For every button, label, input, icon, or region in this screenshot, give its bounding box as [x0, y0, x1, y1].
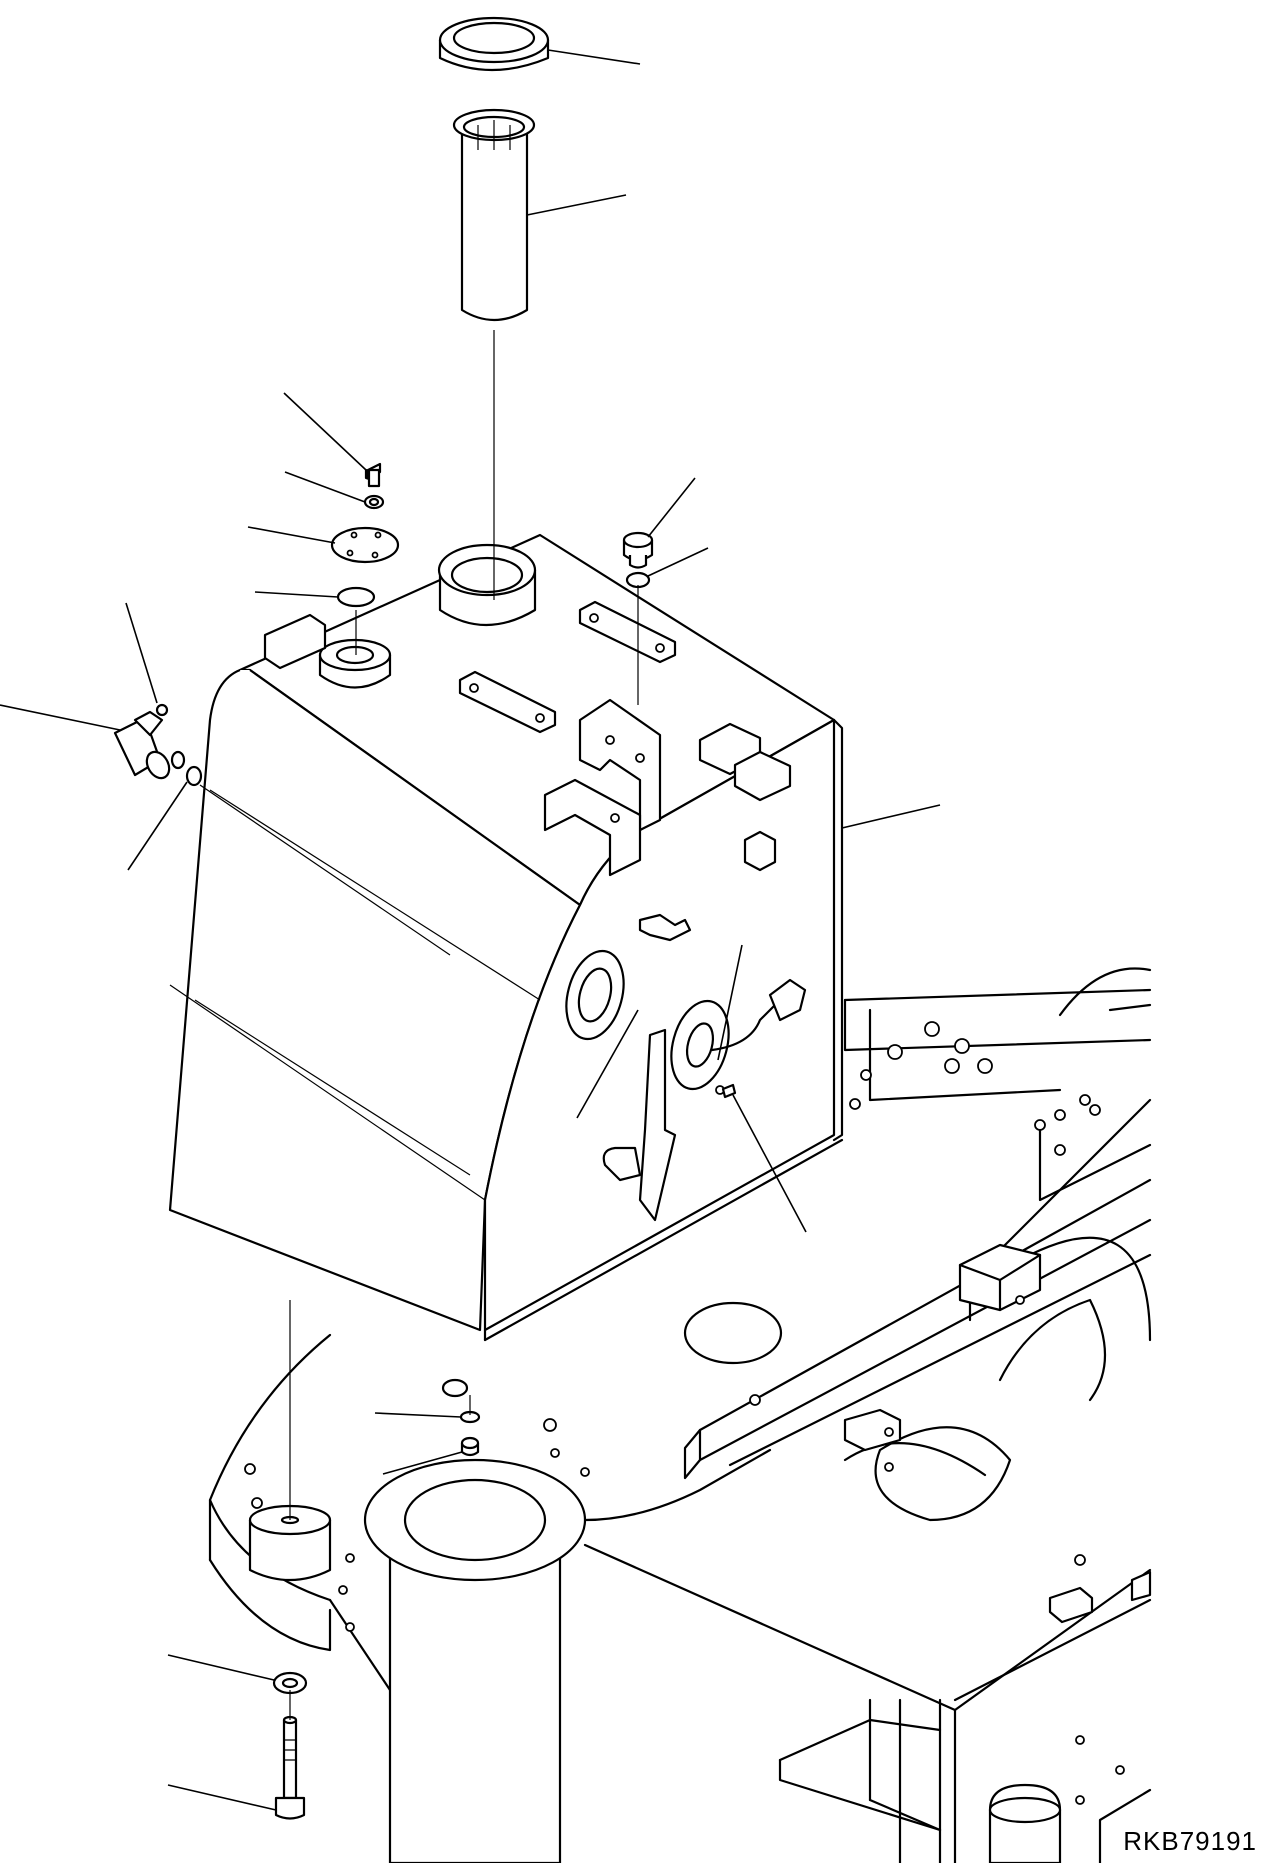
leader-breather-plug	[647, 477, 696, 538]
leader-mount-bolt	[167, 1784, 277, 1811]
leader-fuel-tank	[841, 804, 941, 829]
leader-o-ring	[254, 591, 339, 598]
bolt-cover	[364, 462, 382, 488]
leader-cover-plate	[247, 526, 336, 544]
filler-cap	[438, 16, 550, 72]
o-ring-plug	[625, 571, 651, 589]
leader-washer-cover	[284, 471, 366, 503]
assembly-center-lines	[199, 330, 639, 1720]
leader-o-ring-elbow	[127, 781, 188, 871]
leader-tank-washer	[374, 1412, 462, 1418]
leader-o-ring-plug	[647, 547, 709, 577]
fuel-level-sender	[602, 978, 807, 1222]
leader-tank-nut	[382, 1451, 463, 1475]
leader-sender-screw	[732, 1094, 807, 1233]
drawing-code: RKB79191	[1123, 1826, 1257, 1856]
cover-plate	[330, 526, 400, 564]
leader-bolt-cover	[283, 392, 367, 471]
leader-fuel-sender	[717, 944, 743, 1061]
revolving-frame	[208, 967, 1152, 1863]
small-o-ring-elbow	[155, 703, 169, 717]
fuel-tank	[168, 533, 844, 1398]
leader-return-elbow	[0, 704, 121, 731]
sender-screw	[721, 1083, 737, 1099]
return-elbow	[113, 710, 186, 780]
o-ring	[336, 586, 376, 608]
tank-nut	[460, 1436, 480, 1457]
leader-mount-washer	[167, 1654, 275, 1681]
leader-lines	[0, 49, 941, 1811]
leader-sender-gasket	[576, 1009, 639, 1119]
breather-plug	[622, 531, 654, 569]
washer-cover	[363, 494, 385, 510]
leader-small-o-ring	[125, 602, 158, 704]
leader-filler-cap	[547, 49, 641, 65]
o-ring-elbow	[185, 765, 203, 787]
leader-strainer	[526, 194, 627, 216]
strainer	[452, 108, 536, 321]
mount-bolt	[274, 1715, 306, 1820]
